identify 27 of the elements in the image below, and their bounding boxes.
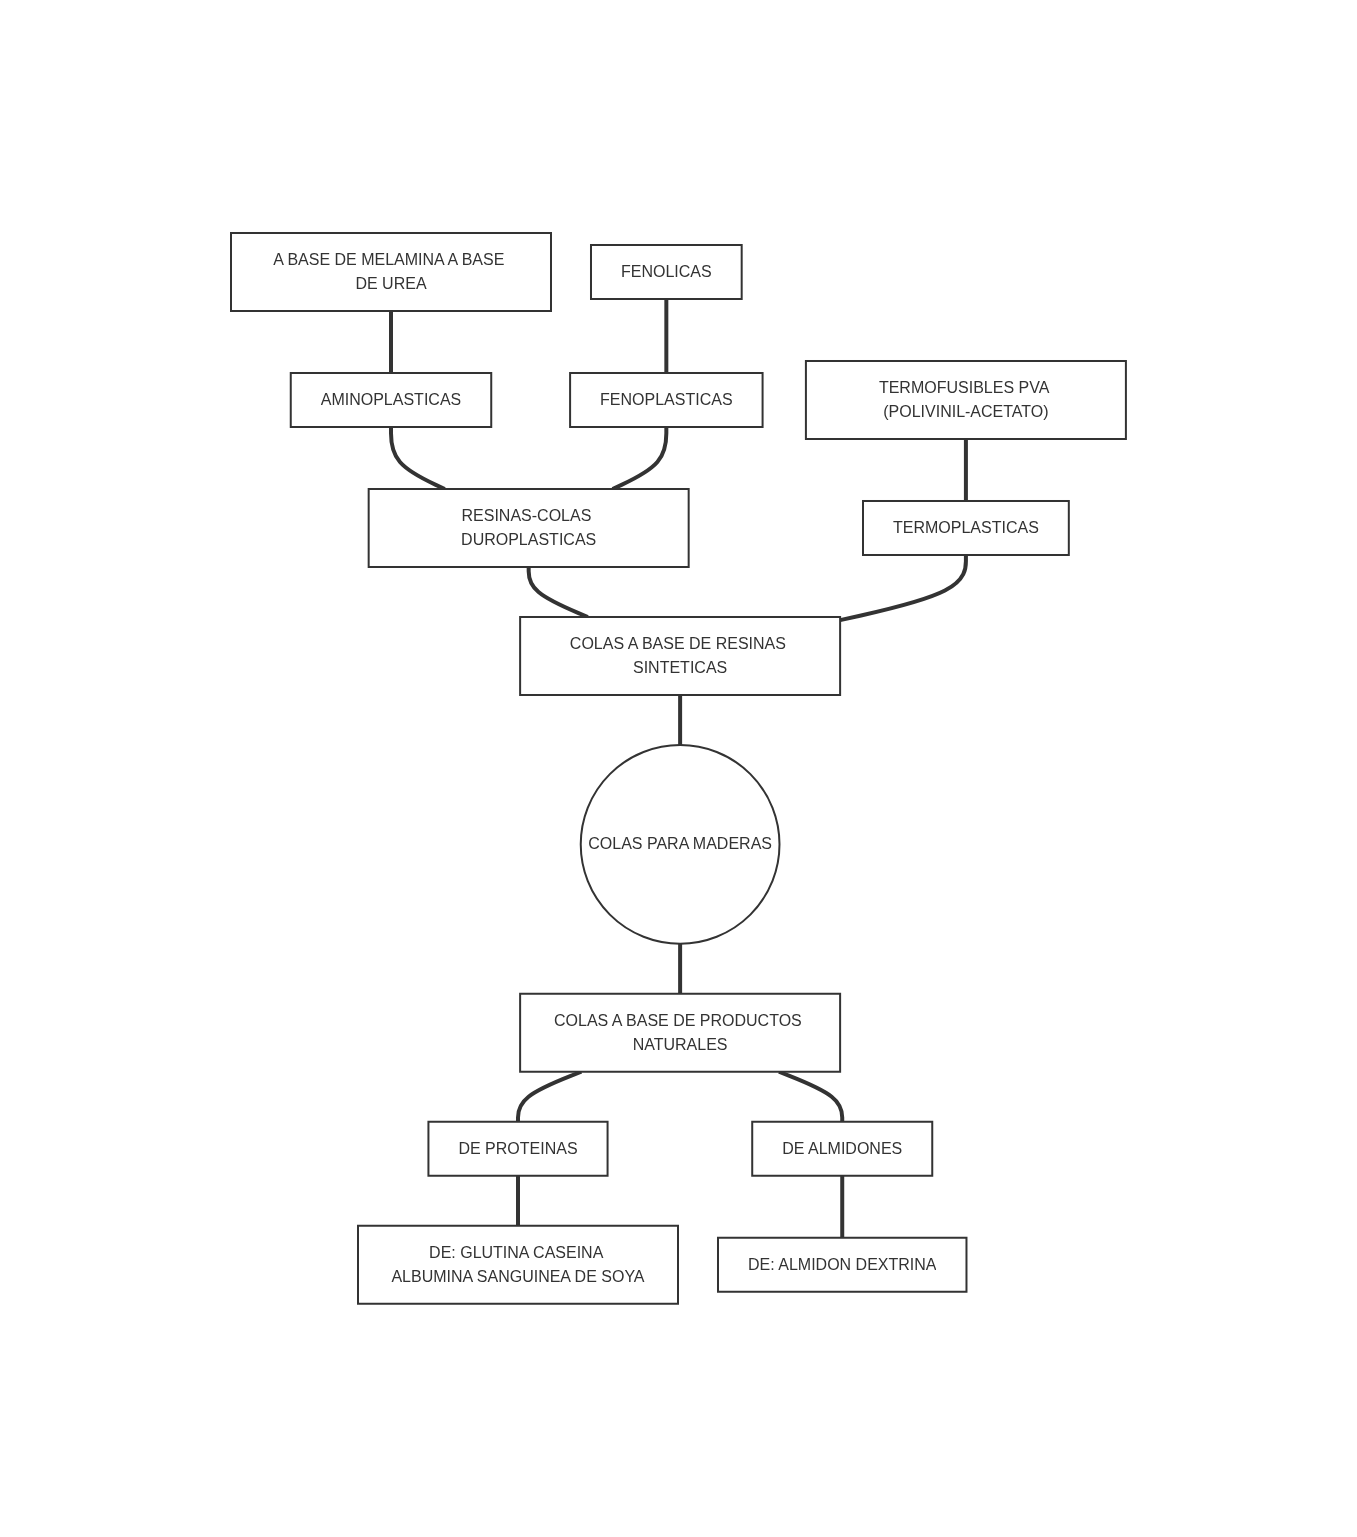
- node-box: TERMOFUSIBLES PVA (POLIVINIL-ACETATO): [804, 360, 1127, 441]
- connector: [516, 1175, 521, 1226]
- node-box: TERMOPLASTICAS: [862, 500, 1070, 557]
- connector: [389, 311, 394, 374]
- connector: [389, 427, 446, 491]
- connector: [678, 943, 683, 994]
- node-box: AMINOPLASTICAS: [289, 372, 493, 429]
- connector: [611, 427, 669, 491]
- node-box: DE: GLUTINA CASEINA ALBUMINA SANGUINEA DE SOYA: [357, 1224, 680, 1305]
- connector: [840, 1175, 845, 1238]
- connector: [963, 439, 968, 502]
- node-circle: COLAS PARA MADERAS: [579, 744, 781, 945]
- node-box: FENOPLASTICAS: [569, 372, 764, 429]
- node-box: FENOLICAS: [590, 244, 743, 301]
- node-box: DE: ALMIDON DEXTRINA: [717, 1236, 968, 1293]
- node-box: DE PROTEINAS: [427, 1120, 609, 1177]
- connector: [526, 567, 589, 619]
- connector: [516, 1070, 583, 1122]
- connector: [664, 299, 669, 374]
- node-box: A BASE DE MELAMINA A BASE DE UREA: [230, 232, 553, 313]
- node-box: DE ALMIDONES: [751, 1120, 934, 1177]
- connector: [778, 1070, 845, 1122]
- node-box: RESINAS-COLAS DUROPLASTICAS: [367, 488, 690, 569]
- connector: [839, 555, 968, 623]
- node-box: COLAS A BASE DE RESINAS SINTETICAS: [519, 616, 842, 697]
- node-box: COLAS A BASE DE PRODUCTOS NATURALES: [519, 992, 842, 1073]
- connector: [678, 695, 683, 746]
